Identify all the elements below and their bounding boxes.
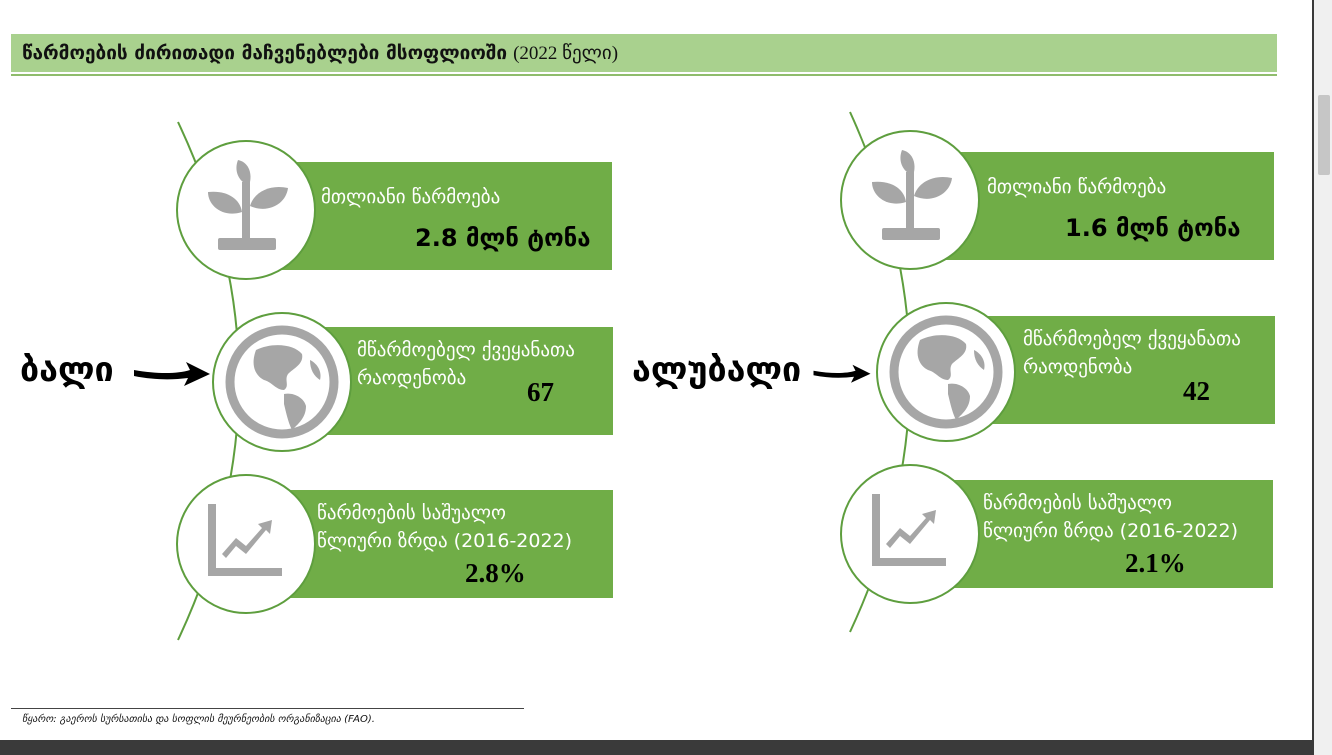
left-countries-label-2: რაოდენობა [357,367,467,389]
scrollbar-thumb[interactable] [1318,95,1330,175]
growth-chart-icon [208,504,282,576]
page-title-year: (2022 წელი) [513,43,619,64]
right-growth-label-2: წლიური ზრდა (2016-2022) [983,520,1239,542]
right-growth-circle [840,464,980,604]
right-product-name: ალუბალი [632,350,802,390]
left-growth-value: 2.8% [465,558,526,588]
left-plant-circle [176,140,316,280]
globe-icon [225,325,339,439]
arrow-icon [134,362,210,386]
right-growth-value: 2.1% [1125,548,1186,578]
plant-icon [208,160,288,250]
left-globe-circle [212,312,352,452]
scrollbar[interactable] [1314,0,1332,755]
right-globe-circle [876,302,1016,442]
growth-chart-icon [872,494,946,566]
right-growth-label-1: წარმოების საშუალო [983,492,1172,514]
right-total-value: 1.6 მლნ ტონა [1065,214,1241,242]
page-title: წარმოების ძირითადი მაჩვენებლები მსოფლიოშ… [22,42,618,65]
left-growth-label-2: წლიური ზრდა (2016-2022) [317,530,573,552]
globe-icon [889,315,1003,429]
right-countries-label-1: მწარმოებელ ქვეყანათა [1023,328,1241,350]
header-divider [11,74,1277,76]
left-total-label: მთლიანი წარმოება [321,186,501,208]
left-countries-value: 67 [527,377,554,407]
left-countries-label-1: მწარმოებელ ქვეყანათა [357,339,575,361]
page-title-main: წარმოების ძირითადი მაჩვენებლები მსოფლიოშ… [22,42,508,64]
source-divider [11,708,524,709]
right-plant-circle [840,130,980,270]
source-note: წყარო: გაეროს სურსათისა და სოფლის მეურნე… [22,714,375,725]
right-countries-value: 42 [1183,376,1210,406]
left-total-value: 2.8 მლნ ტონა [415,224,591,252]
right-countries-label-2: რაოდენობა [1023,356,1133,378]
arrow-icon [813,364,871,383]
left-growth-label-1: წარმოების საშუალო [317,502,506,524]
left-product-name: ბალი [20,350,114,390]
plant-icon [872,150,952,240]
left-growth-circle [176,474,316,614]
header-bar [11,34,1277,72]
right-total-label: მთლიანი წარმოება [987,176,1167,198]
